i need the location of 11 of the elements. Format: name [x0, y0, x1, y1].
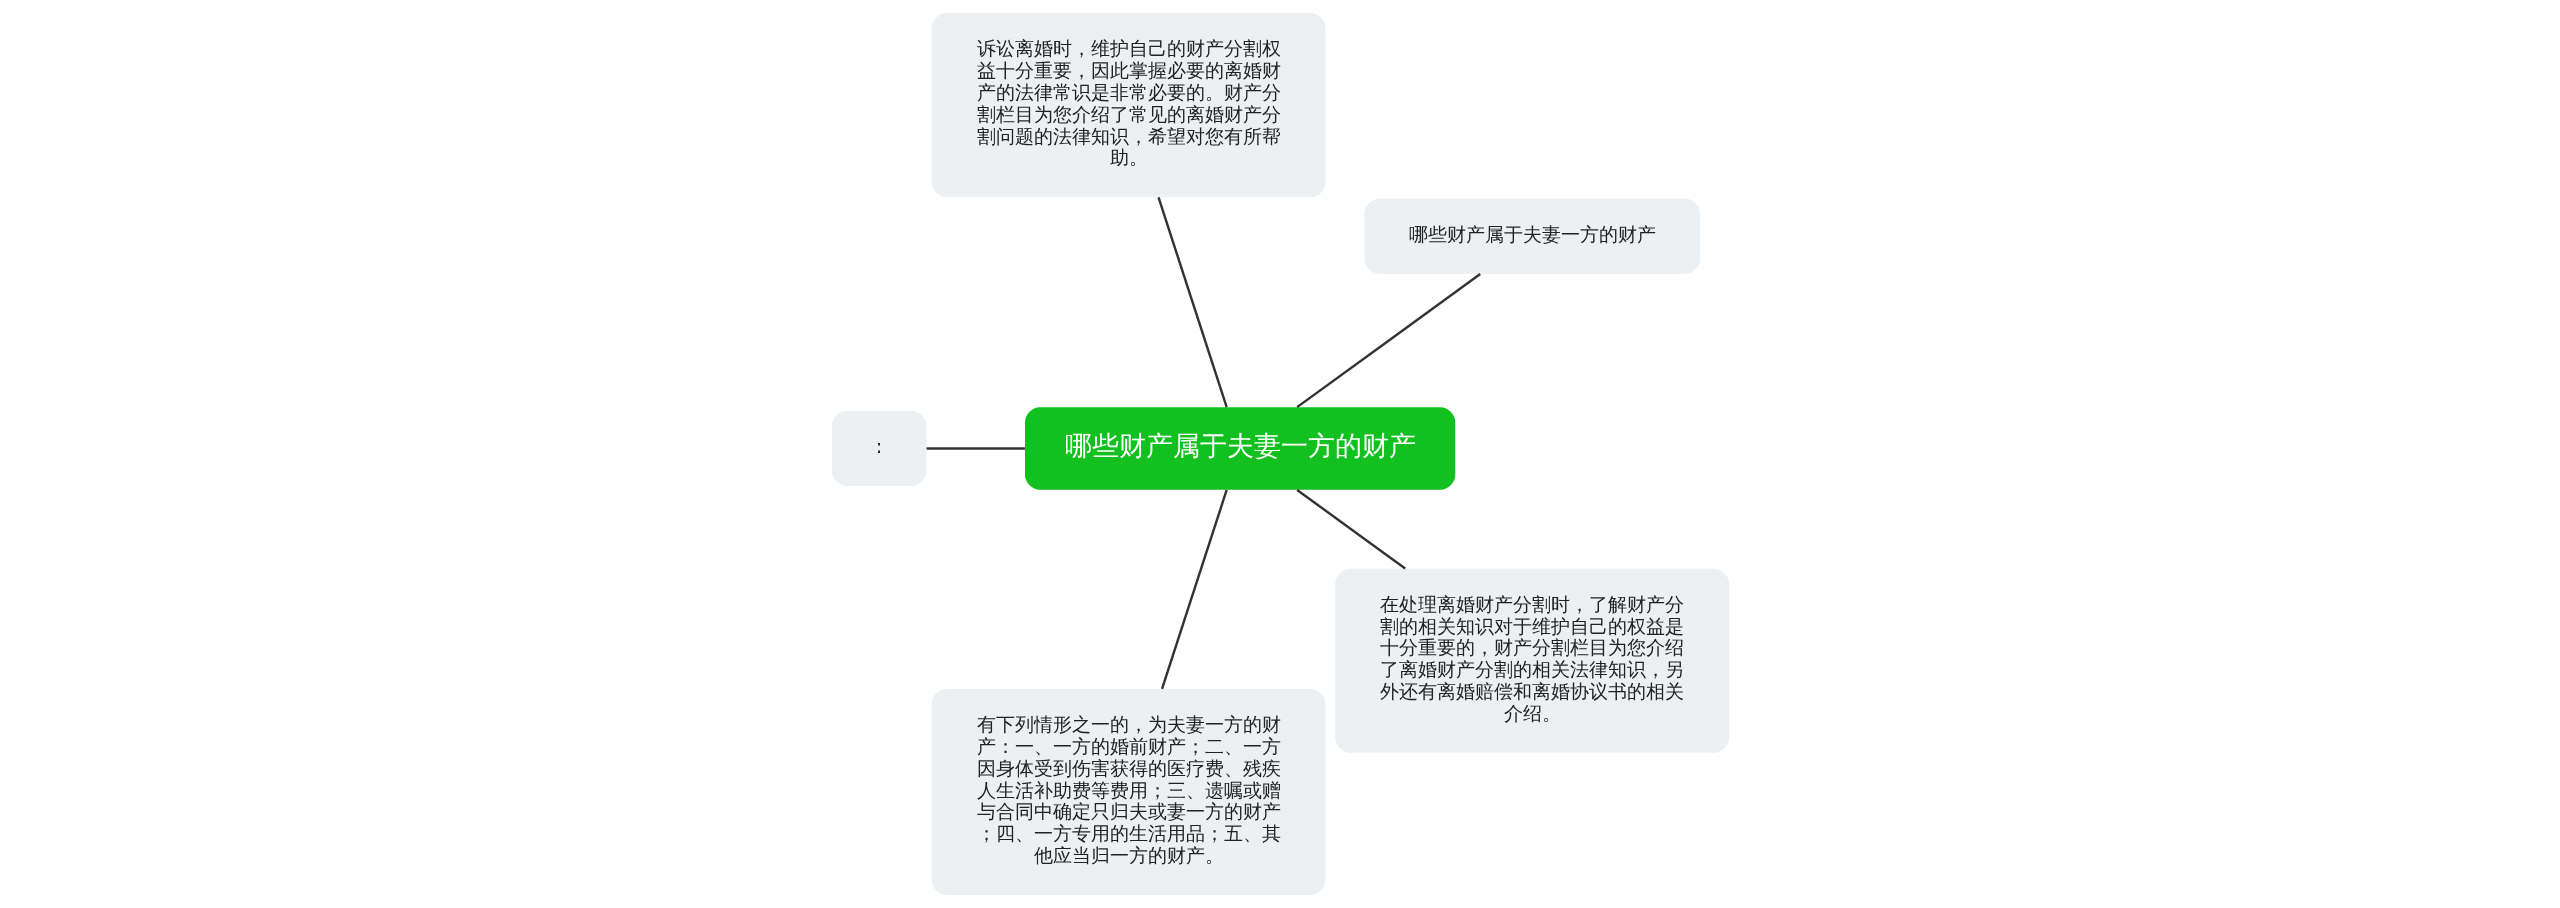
node-box: 哪些财产属于夫妻一方的财产: [1024, 407, 1455, 490]
connector: [926, 447, 1025, 450]
node-box: :: [831, 410, 926, 487]
connector: [1295, 489, 1406, 570]
node-box: 有下列情形之一的，为夫妻一方的财产：一、一方的婚前财产；二、一方因身体受到伤害获得的医疗费、残疾人生活补助费等费用；三、遗嘱或赠与合同中确定只归夫或妻一方的财产；四、一方专用的生活用品；五、其他应当归一方的财产。: [931, 688, 1326, 895]
connector: [1160, 489, 1228, 690]
connector: [1156, 197, 1228, 408]
node-box: 哪些财产属于夫妻一方的财产: [1363, 198, 1700, 274]
node-box: 诉讼离婚时，维护自己的财产分割权益十分重要，因此掌握必要的离婚财产的法律常识是非常必要的。财产分割栏目为您介绍了常见的离婚财产分割问题的法律知识，希望对您有所帮助。: [931, 13, 1326, 198]
node-box: 在处理离婚财产分割时，了解财产分割的相关知识对于维护自己的权益是十分重要的，财产分割栏目为您介绍了离婚财产分割的相关法律知识，另外还有离婚赔偿和离婚协议书的相关介绍。: [1334, 568, 1729, 753]
connector: [1295, 273, 1481, 409]
